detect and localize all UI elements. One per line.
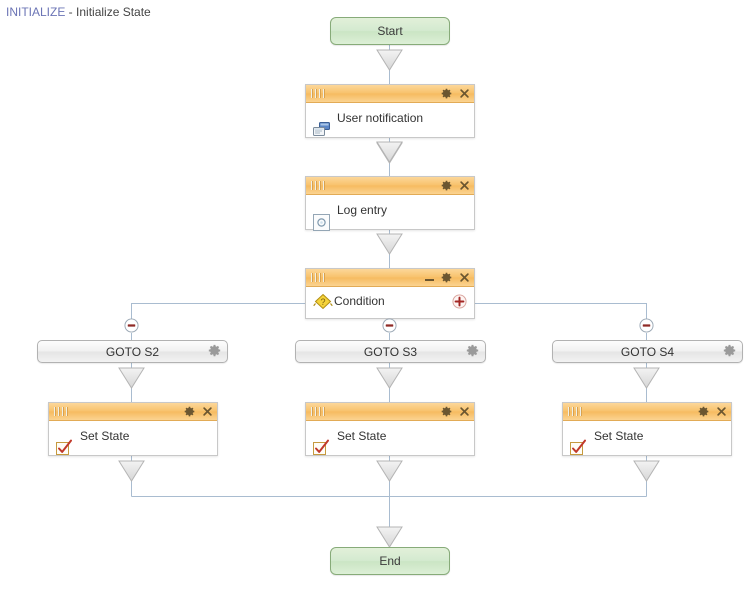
node-label: Set State — [594, 429, 644, 443]
node-body: Set State — [563, 421, 731, 473]
remove-branch-icon[interactable] — [124, 318, 139, 333]
remove-branch-icon[interactable] — [382, 318, 397, 333]
end-node-label: End — [379, 554, 401, 568]
drag-grip-icon[interactable] — [311, 181, 327, 190]
node-titlebar[interactable] — [306, 177, 474, 195]
checkbox-check-icon — [56, 439, 74, 455]
node-condition[interactable]: Condition ? — [305, 268, 475, 319]
drag-grip-icon[interactable] — [311, 273, 327, 282]
goto-bar-label: GOTO S4 — [620, 344, 675, 359]
gear-icon[interactable] — [441, 272, 452, 283]
close-icon[interactable] — [716, 406, 727, 417]
checkbox-check-icon — [570, 439, 588, 455]
start-node-label: Start — [377, 24, 403, 38]
goto-bar-s2[interactable]: GOTO S2 — [37, 340, 228, 363]
close-icon[interactable] — [459, 272, 470, 283]
goto-bar-label: GOTO S2 — [105, 344, 160, 359]
goto-bar-label: GOTO S3 — [363, 344, 418, 359]
gear-icon[interactable] — [441, 406, 452, 417]
node-set-state-s2[interactable]: Set State — [48, 402, 218, 456]
node-titlebar[interactable] — [306, 85, 474, 103]
close-icon[interactable] — [459, 406, 470, 417]
goto-bar-s4[interactable]: GOTO S4 — [552, 340, 743, 363]
page-title-code: INITIALIZE — [6, 5, 66, 19]
notification-icon — [313, 122, 331, 138]
gear-icon[interactable] — [466, 344, 479, 357]
log-icon — [313, 214, 331, 231]
end-node[interactable]: End — [330, 547, 450, 575]
node-titlebar[interactable] — [306, 269, 474, 287]
node-body: Log entry — [306, 195, 474, 247]
drag-grip-icon[interactable] — [311, 89, 327, 98]
checkbox-check-icon — [313, 439, 331, 455]
gear-icon[interactable] — [184, 406, 195, 417]
node-label: Set State — [337, 429, 387, 443]
node-label: Condition — [334, 294, 385, 308]
node-label: User notification — [337, 111, 424, 125]
node-body: Set State — [306, 421, 474, 473]
node-set-state-s3[interactable]: Set State — [305, 402, 475, 456]
page-title-name: Initialize State — [76, 5, 151, 19]
node-titlebar[interactable] — [306, 403, 474, 421]
node-body: User notification — [306, 103, 474, 155]
node-body: Set State — [49, 421, 217, 473]
node-set-state-s4[interactable]: Set State — [562, 402, 732, 456]
goto-bar-s3[interactable]: GOTO S3 — [295, 340, 486, 363]
gear-icon[interactable] — [208, 344, 221, 357]
drag-grip-icon[interactable] — [568, 407, 584, 416]
svg-text:?: ? — [320, 297, 325, 307]
page-title-separator: - — [65, 5, 77, 19]
node-body: Condition ? — [306, 287, 474, 336]
close-icon[interactable] — [459, 180, 470, 191]
drag-grip-icon[interactable] — [54, 407, 70, 416]
add-branch-icon[interactable] — [452, 294, 467, 309]
start-node[interactable]: Start — [330, 17, 450, 45]
node-titlebar[interactable] — [49, 403, 217, 421]
minimize-icon[interactable] — [425, 272, 434, 283]
gear-icon[interactable] — [723, 344, 736, 357]
node-log-entry[interactable]: Log entry — [305, 176, 475, 231]
gear-icon[interactable] — [698, 406, 709, 417]
node-label: Log entry — [337, 203, 388, 217]
remove-branch-icon[interactable] — [639, 318, 654, 333]
gear-icon[interactable] — [441, 88, 452, 99]
condition-diamond-icon: ? — [312, 292, 333, 310]
node-titlebar[interactable] — [563, 403, 731, 421]
page-title: INITIALIZE - Initialize State — [6, 5, 151, 19]
node-user-notification[interactable]: User notification — [305, 84, 475, 138]
close-icon[interactable] — [459, 88, 470, 99]
gear-icon[interactable] — [441, 180, 452, 191]
close-icon[interactable] — [202, 406, 213, 417]
drag-grip-icon[interactable] — [311, 407, 327, 416]
node-label: Set State — [80, 429, 130, 443]
